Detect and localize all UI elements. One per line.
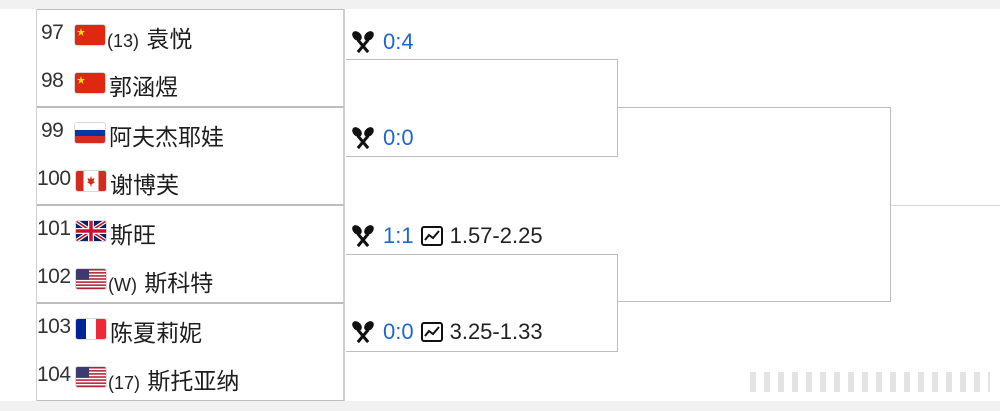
match-odds: 1.57-2.25 (449, 223, 543, 248)
player-row[interactable]: 97 (13) 袁悦 (37, 9, 345, 58)
player-name-label[interactable]: 谢博芙 (110, 166, 179, 200)
player-name-label[interactable]: (W) 斯科特 (108, 264, 213, 298)
draw-number: 101 (37, 217, 71, 240)
odds-chart-icon[interactable] (420, 321, 444, 343)
h2h-match-3[interactable]: 1:1 1.57-2.25 (349, 222, 543, 250)
top-strip (0, 0, 1000, 9)
bracket-connector (346, 59, 618, 157)
draw-number: 97 (41, 21, 64, 44)
player-row[interactable]: 100 谢博芙 (37, 156, 345, 205)
draw-number: 104 (37, 363, 71, 386)
horizontal-scrollbar[interactable] (750, 372, 990, 392)
china-flag-icon (75, 25, 105, 45)
player-name: 谢博芙 (110, 173, 179, 199)
player-name-label[interactable]: (13) 袁悦 (107, 20, 192, 54)
uk-flag-icon (76, 221, 106, 241)
canada-flag-icon (76, 171, 106, 191)
france-flag-icon (76, 319, 106, 339)
seed-tag: (13) (107, 31, 140, 51)
russia-flag-icon (75, 123, 105, 143)
bracket-connector (346, 254, 618, 352)
player-name-label[interactable]: 阿夫杰耶娃 (109, 118, 224, 152)
player-row[interactable]: 102 (W) 斯科特 (37, 254, 345, 303)
player-name-label[interactable]: 郭涵煜 (109, 68, 178, 102)
player-name: 斯科特 (144, 271, 214, 297)
player-row[interactable]: 98 郭涵煜 (37, 58, 345, 107)
player-name-label[interactable]: 斯旺 (110, 216, 156, 250)
player-row[interactable]: 104 (17) 斯托亚纳 (37, 352, 345, 401)
bracket-connector-out (891, 205, 1000, 206)
h2h-score: 0:0 (383, 125, 414, 150)
player-name: 斯托亚纳 (147, 369, 240, 395)
player-name-label[interactable]: (17) 斯托亚纳 (108, 362, 239, 396)
bottom-strip (0, 401, 1000, 411)
player-name: 郭涵煜 (109, 75, 178, 101)
h2h-match-2[interactable]: 0:0 (349, 124, 414, 152)
draw-number: 98 (41, 69, 64, 92)
draw-number: 103 (37, 315, 71, 338)
h2h-score: 0:4 (383, 29, 414, 54)
usa-flag-icon (76, 269, 106, 289)
h2h-match-1[interactable]: 0:4 (349, 28, 414, 56)
draw-number: 100 (37, 167, 71, 190)
player-row[interactable]: 101 斯旺 (37, 205, 345, 254)
crossed-rackets-icon (349, 29, 377, 55)
player-name: 陈夏莉妮 (110, 321, 202, 347)
draw-player-column: 97 (13) 袁悦 98 郭涵煜 99 阿夫杰耶娃 100 谢博芙 101 斯… (36, 9, 345, 401)
player-name: 袁悦 (146, 27, 193, 53)
player-row[interactable]: 103 陈夏莉妮 (37, 303, 345, 352)
h2h-score: 1:1 (383, 223, 414, 248)
player-row[interactable]: 99 阿夫杰耶娃 (37, 107, 345, 156)
draw-number: 102 (37, 265, 71, 288)
usa-flag-icon (76, 367, 106, 387)
h2h-match-4[interactable]: 0:0 3.25-1.33 (349, 318, 543, 346)
player-name: 阿夫杰耶娃 (109, 125, 224, 151)
crossed-rackets-icon (349, 319, 377, 345)
h2h-score: 0:0 (383, 319, 414, 344)
player-name: 斯旺 (110, 223, 156, 249)
china-flag-icon (75, 73, 105, 93)
crossed-rackets-icon (349, 223, 377, 249)
seed-tag: (17) (108, 373, 141, 393)
crossed-rackets-icon (349, 125, 377, 151)
seed-tag: (W) (108, 275, 137, 295)
draw-number: 99 (41, 119, 64, 142)
player-name-label[interactable]: 陈夏莉妮 (110, 314, 202, 348)
odds-chart-icon[interactable] (420, 225, 444, 247)
match-odds: 3.25-1.33 (449, 319, 543, 344)
bracket-connector (618, 107, 891, 302)
